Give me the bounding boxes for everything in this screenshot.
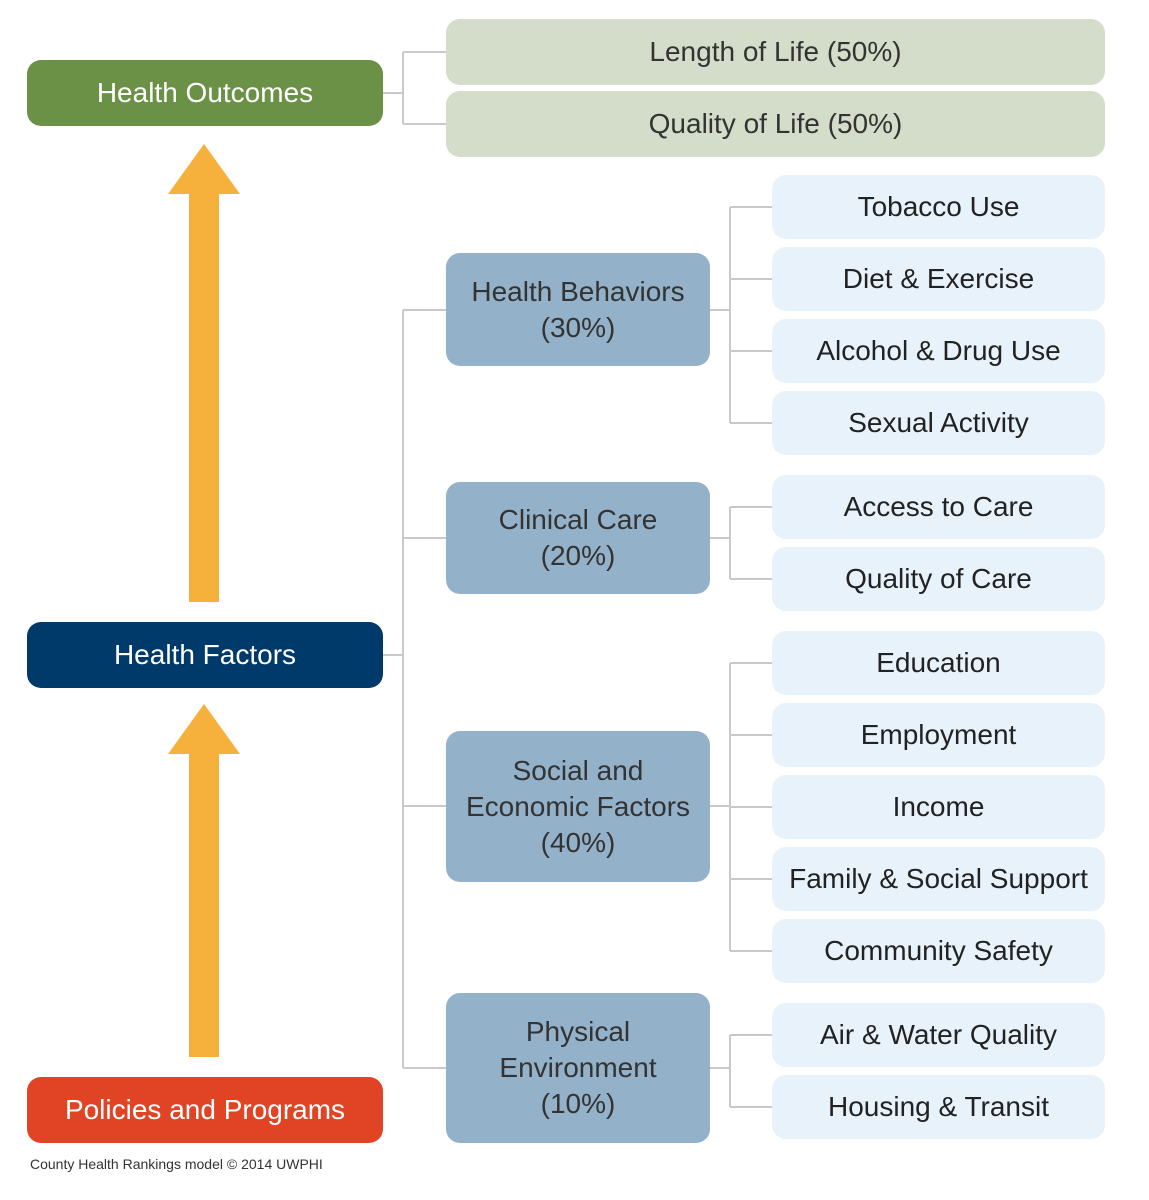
policies-programs-label: Policies and Programs (64, 1094, 346, 1125)
factors-trunk (383, 309, 446, 1069)
item-label: Alcohol & Drug Use (816, 335, 1061, 366)
outcome-label: Quality of Life (50%) (648, 108, 903, 139)
item-sexual-activity: Sexual Activity (772, 391, 1105, 455)
factor-label: Health Behaviors (30%) (471, 275, 685, 343)
arrow-head-bottom (168, 704, 240, 754)
item-housing-transit: Housing & Transit (772, 1075, 1105, 1139)
outcome-length-of-life: Length of Life (50%) (446, 19, 1105, 85)
item-label: Quality of Care (845, 563, 1032, 594)
upward-arrows (168, 144, 240, 1057)
item-label: Community Safety (824, 935, 1053, 966)
item-education: Education (772, 631, 1105, 695)
credit-caption: County Health Rankings model © 2014 UWPH… (30, 1156, 323, 1172)
health-outcomes-box: Health Outcomes (27, 60, 383, 126)
item-label: Income (892, 791, 985, 822)
factor-physical-environment: Physical Environment (10%) (446, 993, 710, 1143)
item-label: Education (876, 647, 1001, 678)
health-outcomes-label: Health Outcomes (96, 77, 314, 108)
item-label: Housing & Transit (828, 1091, 1049, 1122)
policies-programs-box: Policies and Programs (27, 1077, 383, 1143)
item-label: Diet & Exercise (842, 263, 1035, 294)
item-family-social-support: Family & Social Support (772, 847, 1105, 911)
health-factors-box: Health Factors (27, 622, 383, 688)
item-quality-of-care: Quality of Care (772, 547, 1105, 611)
item-air-water-quality: Air & Water Quality (772, 1003, 1105, 1067)
item-label: Sexual Activity (848, 407, 1029, 438)
factor-social-economic: Social and Economic Factors (40%) (446, 731, 710, 882)
outcome-quality-of-life: Quality of Life (50%) (446, 91, 1105, 157)
item-alcohol-drug-use: Alcohol & Drug Use (772, 319, 1105, 383)
item-label: Tobacco Use (857, 191, 1020, 222)
health-factors-label: Health Factors (113, 639, 297, 670)
factor-health-behaviors: Health Behaviors (30%) (446, 253, 710, 366)
item-label: Access to Care (843, 491, 1034, 522)
social-bracket (710, 662, 772, 952)
factor-clinical-care: Clinical Care (20%) (446, 482, 710, 594)
item-access-to-care: Access to Care (772, 475, 1105, 539)
item-community-safety: Community Safety (772, 919, 1105, 983)
outcome-label: Length of Life (50%) (649, 36, 902, 67)
item-label: Air & Water Quality (819, 1019, 1057, 1050)
item-diet-exercise: Diet & Exercise (772, 247, 1105, 311)
item-income: Income (772, 775, 1105, 839)
arrow-shaft-bottom (189, 752, 219, 1057)
item-tobacco-use: Tobacco Use (772, 175, 1105, 239)
factor-label: Clinical Care (20%) (498, 504, 658, 571)
item-employment: Employment (772, 703, 1105, 767)
arrow-shaft-top (189, 192, 219, 602)
behaviors-bracket (710, 206, 772, 424)
factor-label: Physical Environment (10%) (499, 1016, 657, 1119)
arrow-head-top (168, 144, 240, 194)
item-label: Family & Social Support (789, 863, 1088, 894)
physical-bracket (710, 1034, 772, 1108)
factor-label: Social and Economic Factors (40%) (465, 754, 691, 858)
outcomes-bracket (383, 51, 446, 125)
item-label: Employment (860, 719, 1017, 750)
clinical-bracket (710, 506, 772, 580)
